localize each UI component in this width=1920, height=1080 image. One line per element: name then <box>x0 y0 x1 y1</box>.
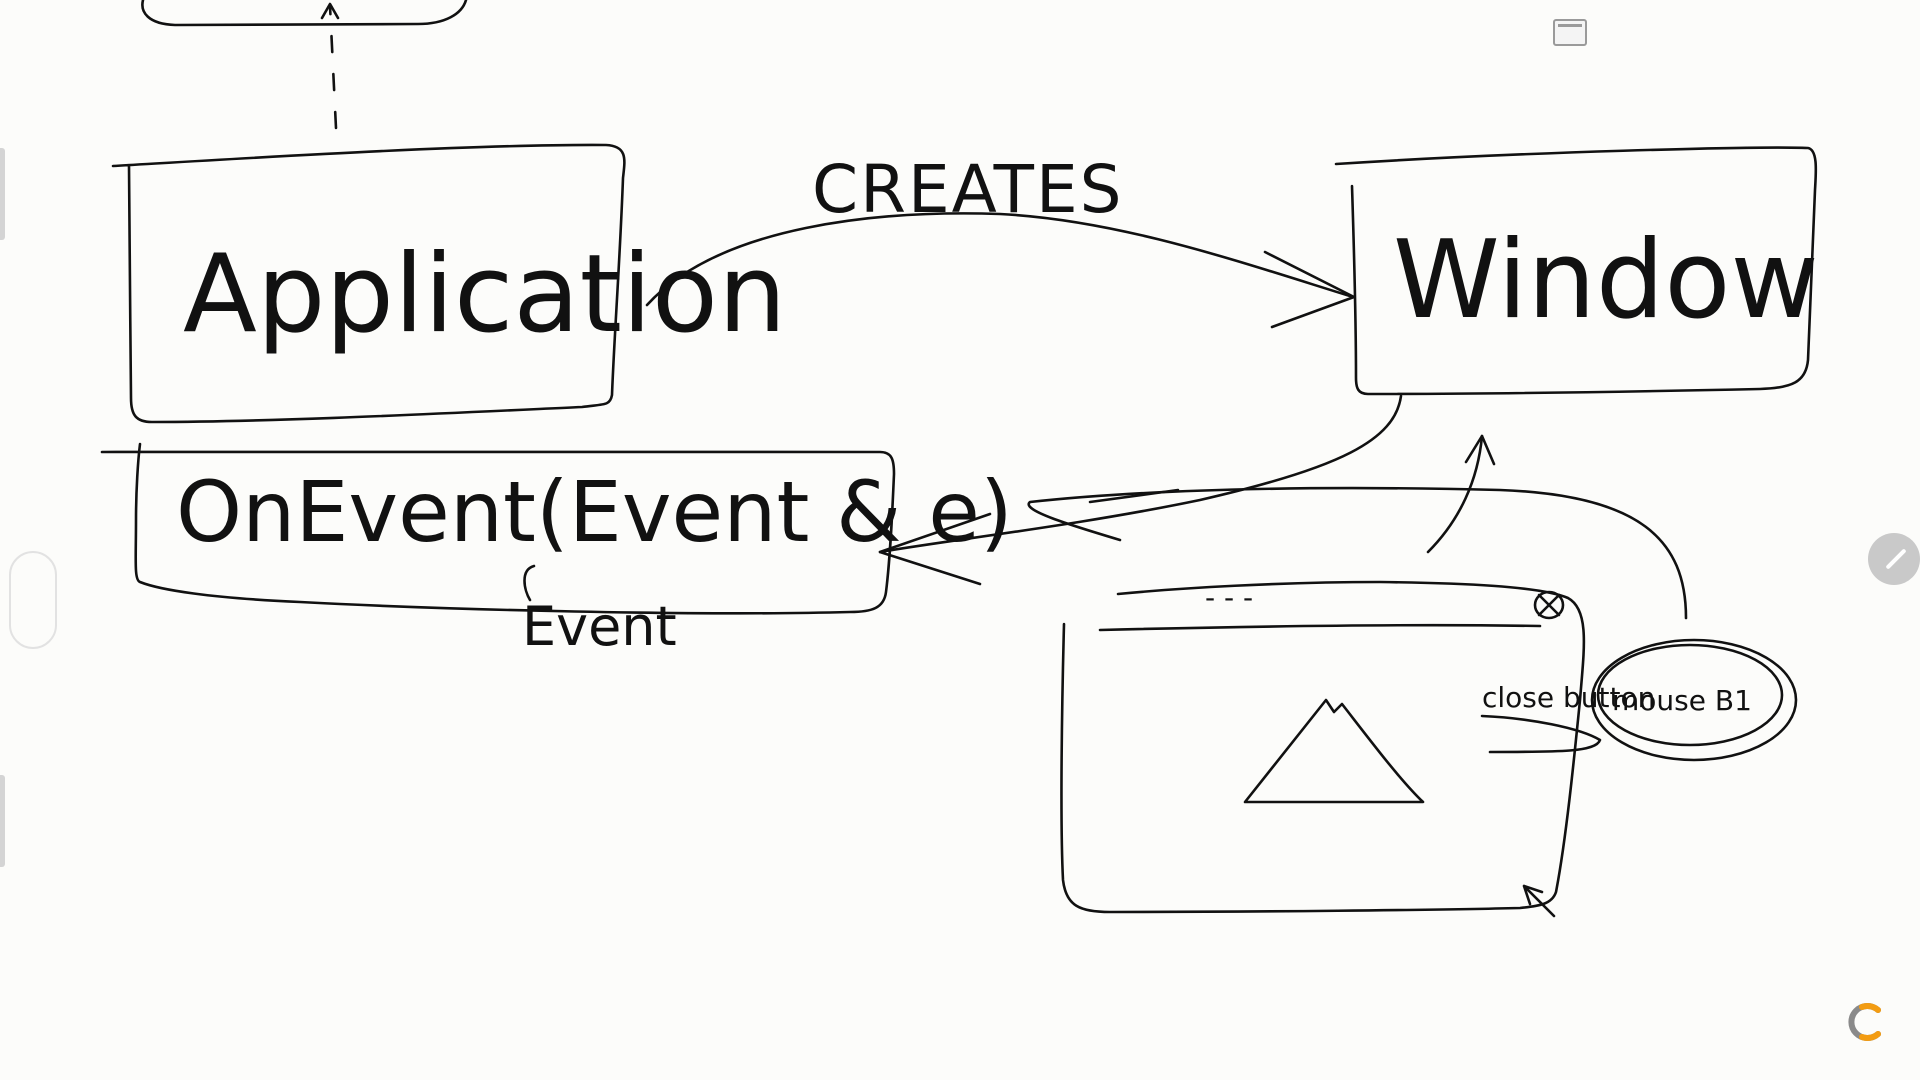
event-annotation: Event <box>522 595 677 658</box>
event-loop-curve <box>1027 486 1688 620</box>
brand-logo-icon <box>1848 1003 1881 1041</box>
close-button-annotation-underline <box>1480 714 1602 754</box>
close-button-marker <box>1533 590 1565 620</box>
left-edge-tab-bottom[interactable] <box>0 775 5 867</box>
close-button-annotation: close button <box>1482 681 1655 714</box>
creates-label: CREATES <box>812 151 1124 228</box>
offscreen-node-bottom <box>141 0 468 27</box>
side-scroll-handle[interactable] <box>9 551 57 649</box>
mockup-arrow-to-window <box>1426 434 1484 554</box>
window-to-onevent-arrow <box>878 394 1403 554</box>
close-button-marker-x <box>1537 593 1561 617</box>
mockup-window-frame <box>1060 580 1586 914</box>
application-label: Application <box>183 232 786 357</box>
left-edge-tab-top[interactable] <box>0 148 5 240</box>
mockup-mountain-icon <box>1243 698 1425 804</box>
window-label: Window <box>1393 218 1819 343</box>
event-annotation-bracket <box>523 564 536 602</box>
mouse-button-annotation: mouse B1 <box>1612 684 1752 717</box>
resize-cursor-icon <box>1522 884 1556 918</box>
creates-arrow <box>645 212 1355 307</box>
window-toggle-icon[interactable] <box>1553 19 1587 46</box>
mockup-title-dots: - - - <box>1205 581 1253 614</box>
event-loop-scribble <box>1088 488 1180 504</box>
mockup-arrow-to-window-head <box>1464 434 1496 466</box>
mockup-title-bar-line <box>1098 623 1542 632</box>
on-event-box <box>100 442 896 615</box>
application-box <box>111 143 626 424</box>
on-event-label: OnEvent(Event & e) <box>176 463 1013 561</box>
mouse-button-circle-outer <box>1590 638 1798 762</box>
window-box <box>1334 146 1818 396</box>
pen-icon[interactable] <box>1868 533 1920 585</box>
dashed-inheritance-arrowhead <box>320 2 340 20</box>
creates-arrowhead <box>1263 250 1356 329</box>
mouse-button-circle-inner <box>1596 643 1784 747</box>
window-to-onevent-arrowhead <box>878 512 992 586</box>
